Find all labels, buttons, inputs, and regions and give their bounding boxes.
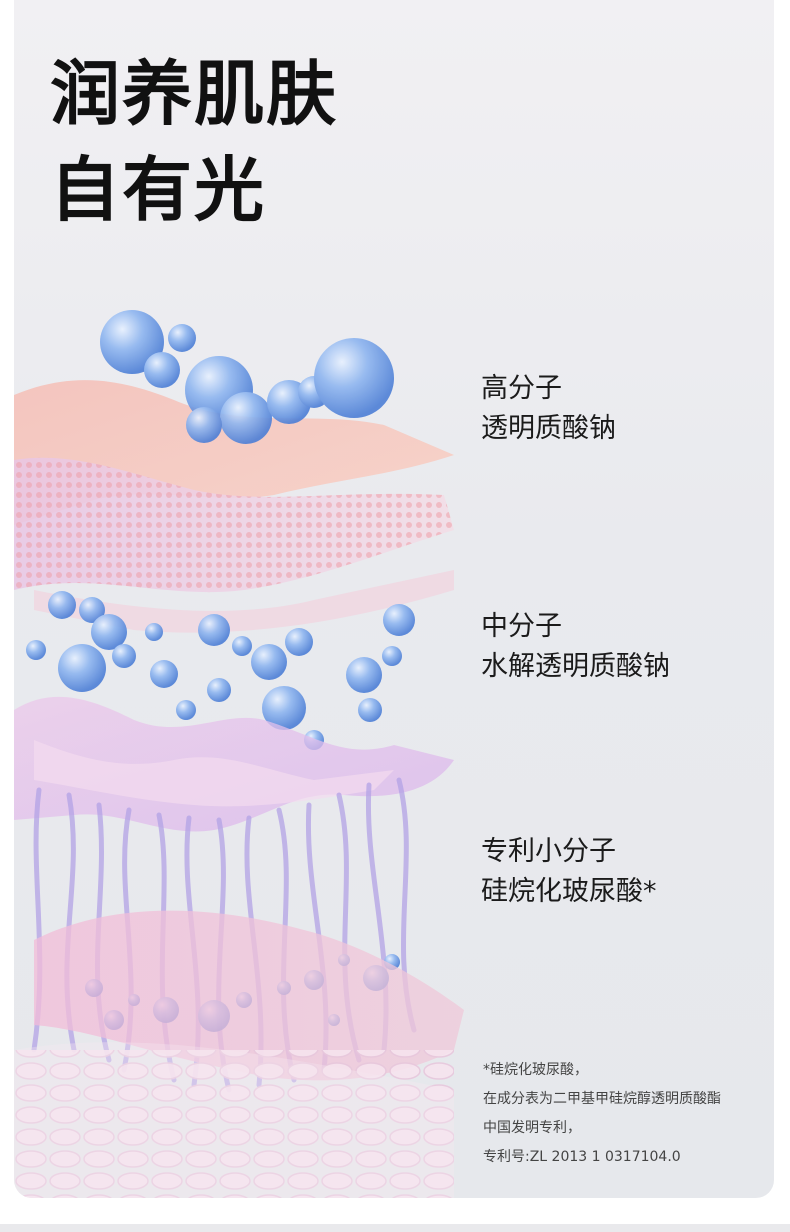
footnote-line: *硅烷化玻尿酸，: [483, 1062, 588, 1078]
base-skin-layer: [34, 910, 464, 1081]
product-card: 润养肌肤 自有光: [14, 0, 774, 1198]
large-molecule-bubbles: [100, 310, 394, 444]
cell-layer: [14, 1050, 454, 1198]
layer-label-line: 硅烷化玻尿酸*: [481, 876, 657, 907]
layer-label-line: 中分子: [481, 611, 562, 642]
next-section-edge: [0, 1224, 790, 1232]
layer-label-high-molecular: 高分子 透明质酸钠: [481, 369, 616, 449]
headline-line-2: 自有光: [50, 149, 266, 231]
headline: 润养肌肤 自有光: [50, 46, 338, 238]
footnote-line: 在成分表为二甲基甲硅烷醇透明质酸酯: [483, 1091, 721, 1107]
layer-label-line: 透明质酸钠: [481, 413, 616, 444]
footnote-line: 专利号:ZL 2013 1 0317104.0: [483, 1149, 681, 1165]
layer-label-line: 高分子: [481, 373, 562, 404]
layer-label-line: 水解透明质酸钠: [481, 651, 670, 682]
headline-line-1: 润养肌肤: [50, 53, 338, 135]
layer-label-small-molecular: 专利小分子 硅烷化玻尿酸*: [481, 832, 657, 912]
footnote-line: 中国发明专利，: [483, 1120, 581, 1136]
footnote: *硅烷化玻尿酸， 在成分表为二甲基甲硅烷醇透明质酸酯 中国发明专利， 专利号:Z…: [483, 1056, 721, 1172]
skin-layers-illustration: [14, 310, 464, 1198]
layer-label-line: 专利小分子: [481, 836, 616, 867]
layer-label-medium-molecular: 中分子 水解透明质酸钠: [481, 607, 670, 687]
